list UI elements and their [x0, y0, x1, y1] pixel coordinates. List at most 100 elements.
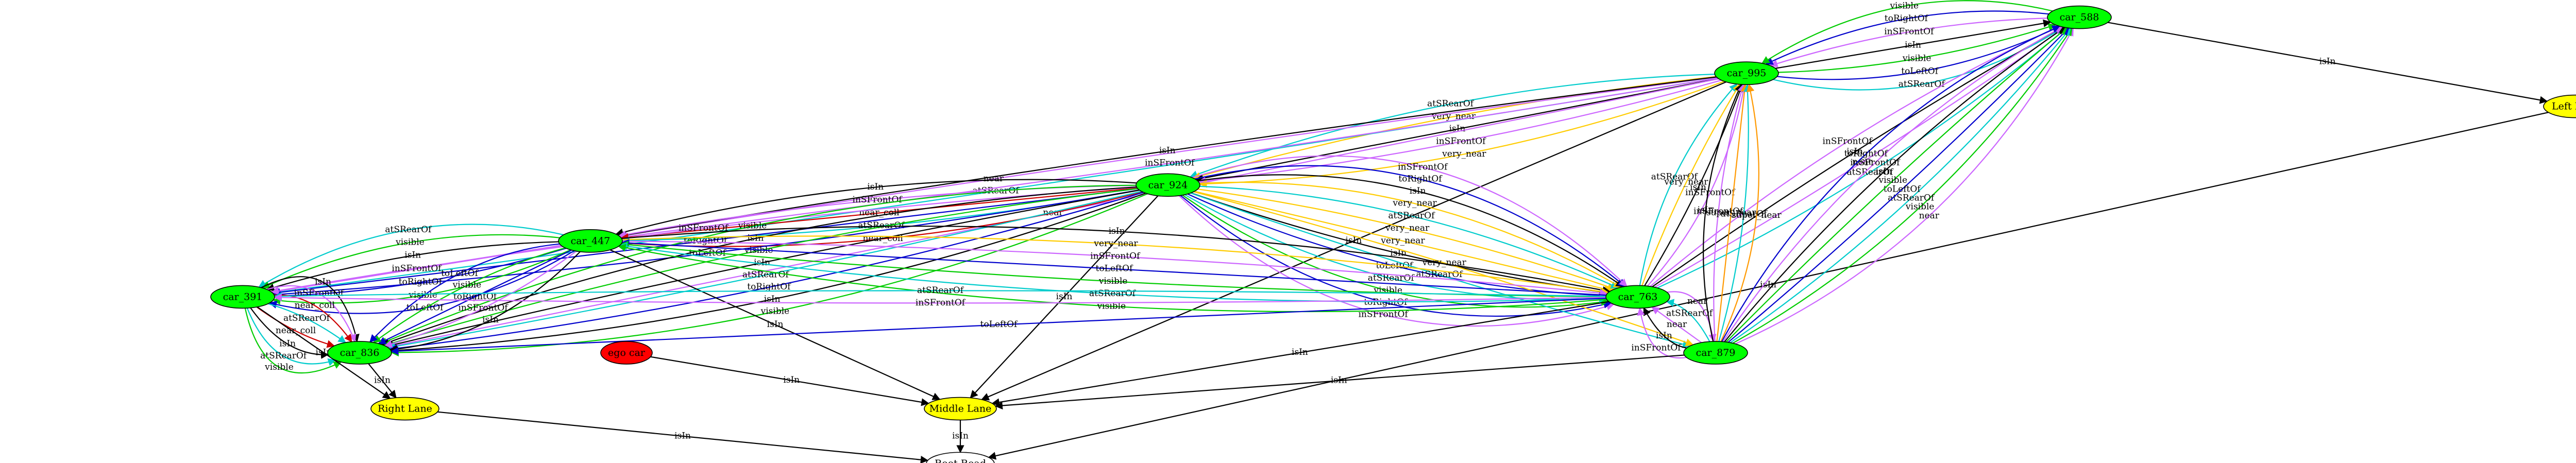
edge-label: isIn — [1292, 347, 1308, 357]
edge-car_995-car_447 — [618, 76, 1717, 239]
edge-label: isIn — [1846, 147, 1863, 157]
edge-car_879-car_995 — [1718, 83, 1752, 342]
edge-label: isIn — [1876, 166, 1892, 177]
edge-car_588-car_995 — [1769, 18, 2048, 67]
edge-label: visible — [408, 290, 437, 300]
edge-label: visible — [1878, 175, 1907, 185]
edge-label: isIn — [674, 431, 691, 441]
edge-car_995-car_391 — [270, 76, 1717, 295]
edge-label: very_near — [1393, 198, 1437, 209]
edge-label: toRightOf — [1364, 297, 1408, 307]
edge-car_879-middle_lane — [994, 354, 1685, 410]
edge-car_995-car_588 — [1778, 23, 2057, 73]
node-car-995: car_995 — [1714, 61, 1779, 85]
edge-label: atSRearOf — [385, 225, 432, 235]
edge-car_763-car_588 — [1652, 26, 2063, 287]
node-shape — [924, 397, 997, 421]
edge-label: inSFrontOf — [458, 303, 509, 313]
node-shape — [327, 341, 392, 365]
edge-layer: atSRearOftoLeftOfvisibleisIninSFrontOfto… — [244, 0, 2549, 463]
edge-car_879-car_588 — [1730, 27, 2071, 344]
edge-label: inSFrontOf — [1685, 187, 1736, 198]
edge-car_879-car_763 — [1643, 307, 1687, 349]
edge-car_447-car_836 — [389, 251, 581, 353]
edge-car_763-car_588 — [1650, 25, 2061, 287]
node-label: car_995 — [1727, 67, 1767, 79]
edge-car_924-car_836 — [381, 186, 1137, 346]
edge-label: atSRearOf — [283, 313, 331, 323]
edge-label: inSFrontOf — [1398, 162, 1448, 172]
edge-car_924-car_836 — [387, 191, 1142, 351]
node-car-447: car_447 — [558, 229, 623, 253]
node-shape — [926, 452, 995, 463]
edge-car_924-car_879 — [1193, 191, 1694, 347]
node-label: ego car — [608, 347, 646, 358]
edge-label: toLeftOf — [980, 319, 1018, 330]
node-label: car_763 — [1618, 291, 1658, 302]
edge-label: isIn — [767, 319, 784, 330]
edge-label: inSFrontOf — [294, 288, 345, 298]
node-shape — [1714, 61, 1779, 85]
edge-label: inSFrontOf — [1359, 309, 1409, 319]
node-car-836: car_836 — [327, 341, 392, 365]
edge-label: near — [1919, 211, 1940, 221]
edge-label: very_near — [1385, 223, 1430, 233]
edge-car_763-car_995 — [1644, 83, 1744, 286]
edge-car_447-car_836 — [378, 249, 572, 345]
edge-label: very_near — [1380, 235, 1425, 246]
edge-car_924-car_763 — [1192, 155, 1628, 287]
edge-label: inSFrontOf — [1631, 342, 1682, 353]
edge-car_391-car_836 — [250, 307, 329, 359]
node-label: car_391 — [223, 291, 263, 302]
edge-car_924-car_447 — [615, 179, 1137, 236]
edge-label: toLeftOf — [1884, 184, 1921, 194]
edge-car_924-car_763 — [1195, 165, 1626, 287]
node-label: car_588 — [2060, 12, 2099, 23]
edge-label: inSFrontOf — [679, 223, 729, 233]
edge-car_447-car_836 — [384, 250, 577, 348]
edge-car_447-car_763 — [622, 235, 1609, 296]
edge-label: near — [1687, 296, 1708, 306]
edge-car_588-car_995 — [1765, 10, 2049, 65]
edge-car_924-car_763 — [1199, 181, 1622, 288]
edge-label: inSFrontOf — [853, 195, 903, 205]
edge-label: very_near — [1664, 177, 1708, 187]
edge-car_447-car_391 — [262, 234, 560, 289]
edge-label: near_coll — [295, 300, 335, 311]
node-label: car_879 — [1696, 347, 1736, 358]
edge-label: isIn — [1410, 186, 1426, 196]
edge-car_763-car_447 — [618, 244, 1607, 313]
edge-car_995-car_924 — [1195, 78, 1719, 182]
edge-car_391-car_836 — [266, 285, 357, 342]
edge-car_879-car_588 — [1732, 27, 2073, 344]
node-label: Left Lane — [2552, 101, 2576, 112]
edge-label: isIn — [764, 294, 781, 304]
node-layer: car_588car_995car_924car_447car_391car_8… — [210, 5, 2576, 463]
edge-label: atSRearOf — [260, 351, 308, 361]
edge-label: near — [1667, 319, 1687, 330]
edge-car_879-car_588 — [1727, 27, 2070, 343]
edge-label: inSFrontOf — [916, 298, 966, 308]
edge-car_924-car_836 — [390, 192, 1146, 354]
edge-label: isIn — [1109, 226, 1125, 236]
edge-car_879-car_995 — [1703, 83, 1742, 342]
edge-car_879-car_763 — [1637, 307, 1687, 359]
edge-car_447-car_391 — [274, 248, 567, 300]
edge-car_447-car_763 — [622, 241, 1608, 297]
edge-car_924-car_763 — [1199, 185, 1619, 289]
node-shape — [1605, 285, 1670, 309]
edge-car_879-car_763 — [1651, 306, 1702, 344]
edge-label: atSRearOf — [1666, 308, 1714, 318]
edge-car_924-car_763 — [1197, 188, 1616, 290]
edge-car_924-car_763 — [1184, 194, 1607, 303]
edge-label: isIn — [279, 338, 296, 349]
edge-car_924-car_836 — [385, 190, 1140, 349]
edge-label: atSRearOf — [1846, 167, 1894, 177]
edge-car_924-car_763 — [1180, 195, 1612, 317]
edge-car_879-car_588 — [1722, 26, 2063, 342]
edge-car_924-car_391 — [272, 188, 1138, 297]
node-shape — [370, 397, 439, 421]
edge-label: isIn — [952, 431, 969, 441]
edge-car_924-car_447 — [620, 187, 1138, 242]
